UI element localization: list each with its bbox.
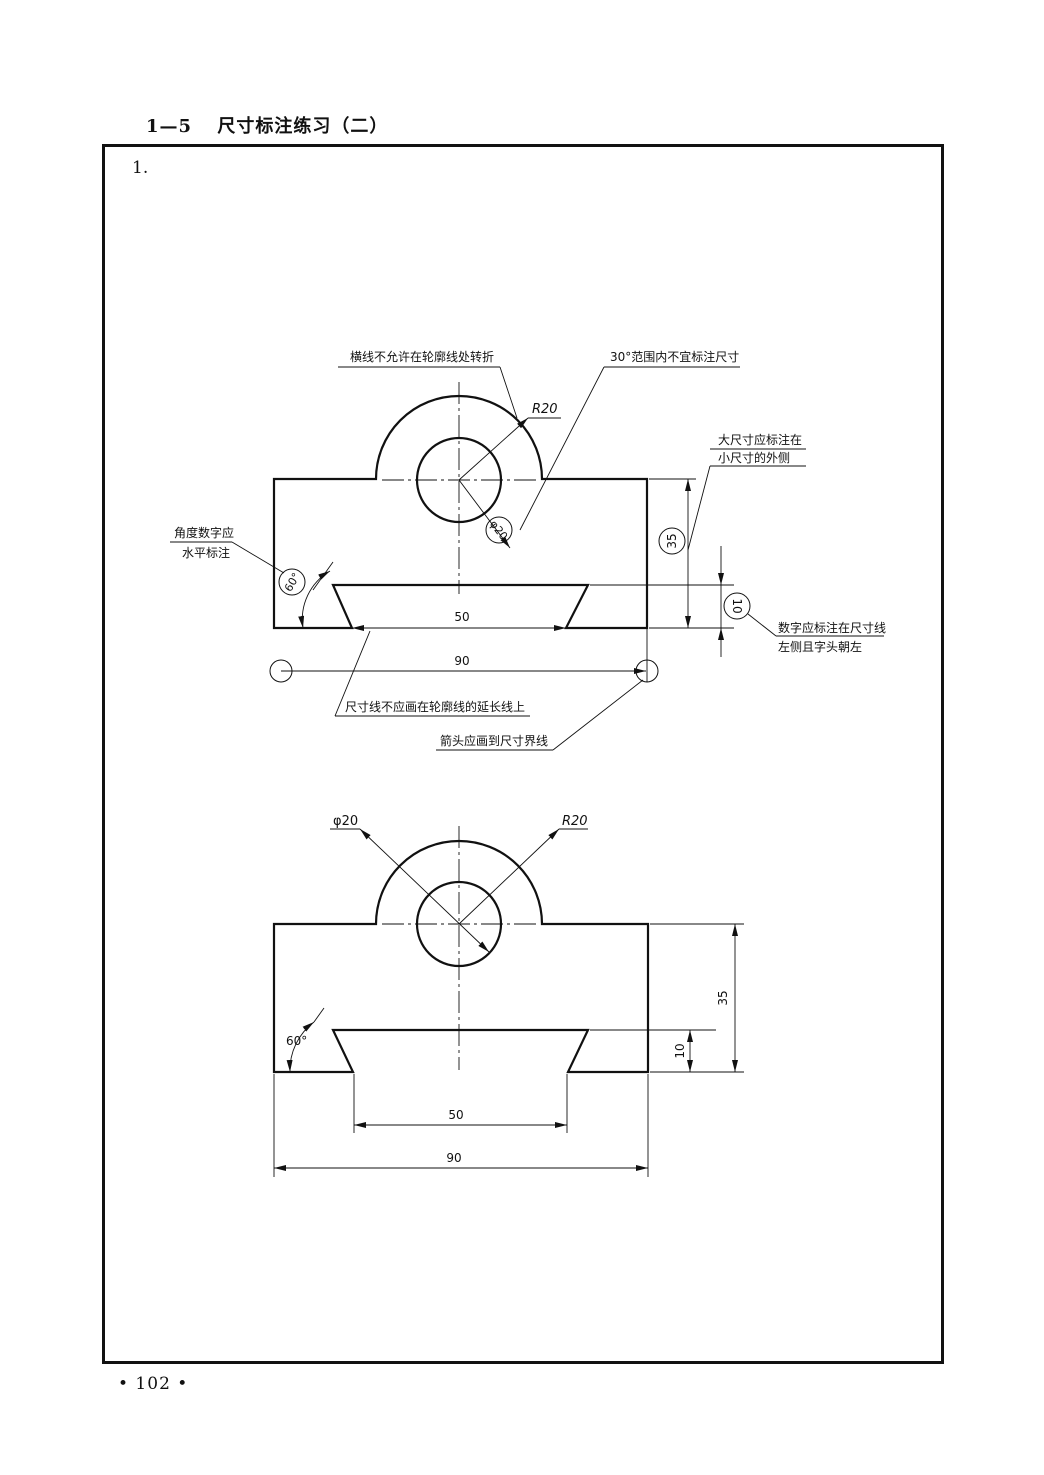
note-text-left-2: 左侧且字头朝左 — [778, 639, 862, 654]
figure-incorrect: R20 φ20 横线不允许在轮廓线处转折 30°范围内不宜标注尺寸 35 大尺寸… — [170, 349, 886, 751]
note-leader-no-bend: 横线不允许在轮廓线处转折 — [350, 349, 494, 364]
dim-35-correct: 35 — [716, 990, 730, 1005]
dim-50-correct: 50 — [448, 1108, 463, 1122]
dim-90-correct: 90 — [446, 1151, 461, 1165]
section-heading: 1—5 尺寸标注练习（二） — [146, 112, 388, 138]
page-number: • 102 • — [118, 1374, 189, 1394]
note-text-left-1: 数字应标注在尺寸线 — [778, 620, 886, 635]
exercise-frame — [102, 144, 944, 1364]
dim-10-wrong: 10 — [730, 598, 744, 613]
dim-r20: R20 — [532, 402, 558, 417]
part-outline-top — [272, 394, 649, 630]
note-angle-horizontal-2: 水平标注 — [182, 545, 230, 560]
note-dimline-not-extension: 尺寸线不应画在轮廓线的延长线上 — [345, 699, 525, 714]
dim-10-correct: 10 — [673, 1043, 687, 1058]
dim-90-wrong: 90 — [454, 654, 469, 668]
note-big-outside-1: 大尺寸应标注在 — [718, 432, 802, 447]
section-number: 1—5 — [146, 116, 193, 137]
dim-60-correct: 60° — [286, 1034, 307, 1048]
dim-r20-correct: R20 — [562, 814, 588, 829]
dim-60-wrong: 60° — [282, 571, 303, 594]
figure-correct: φ20 R20 35 10 60° 50 90 — [272, 814, 744, 1177]
item-label: 1. — [132, 158, 149, 178]
note-angle-horizontal-1: 角度数字应 — [174, 525, 234, 540]
note-no-dim-30deg: 30°范围内不宜标注尺寸 — [610, 349, 739, 364]
note-arrow-to-extension: 箭头应画到尺寸界线 — [440, 733, 548, 748]
dim-35-wrong: 35 — [665, 533, 679, 548]
part-outline-bottom — [272, 839, 650, 1074]
section-title: 尺寸标注练习（二） — [217, 116, 389, 137]
note-big-outside-2: 小尺寸的外侧 — [718, 450, 790, 465]
dim-phi20-correct: φ20 — [333, 814, 358, 829]
dim-50-wrong: 50 — [454, 610, 469, 624]
